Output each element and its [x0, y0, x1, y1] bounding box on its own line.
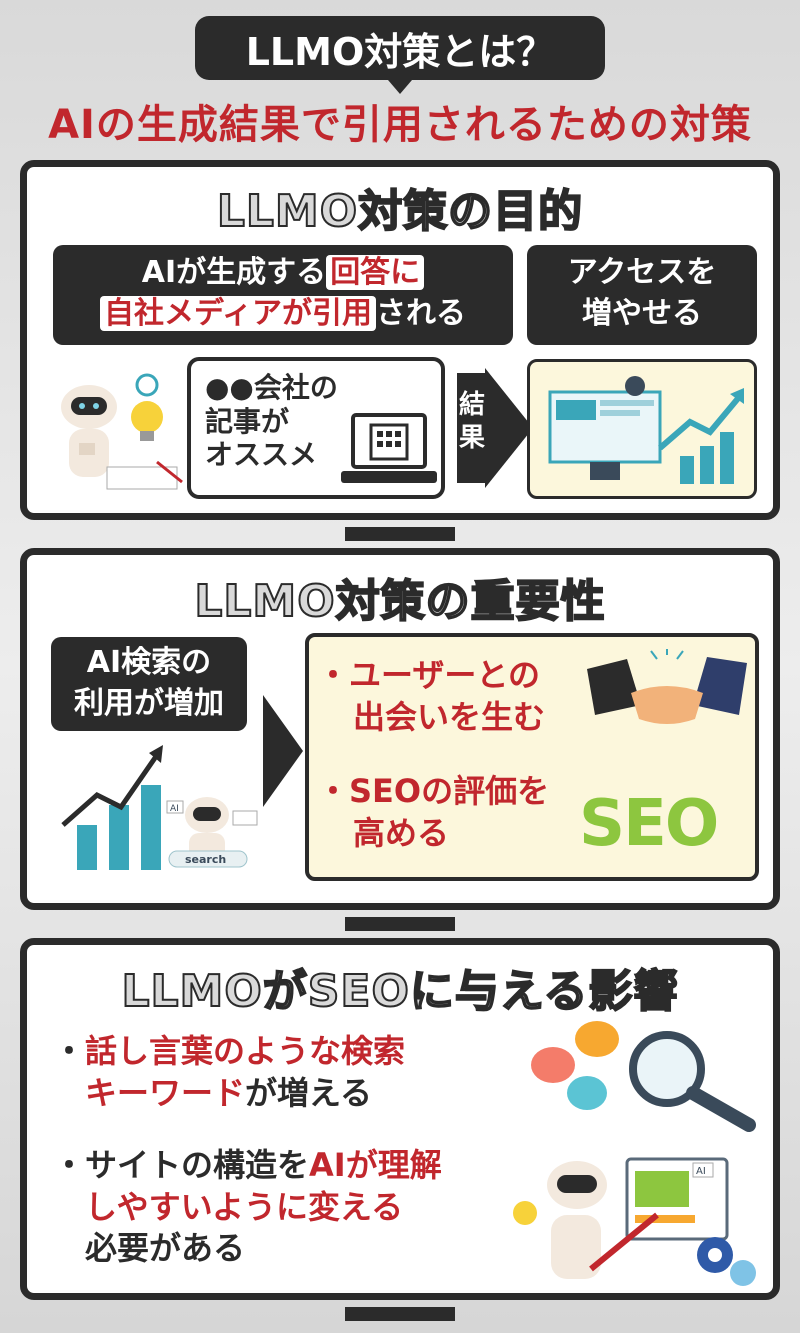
benefit-1-line2: 出会いを生む [353, 697, 546, 736]
ai-search-growth-icon: search AI [61, 745, 258, 870]
ai-search-line1: AI検索の [86, 645, 212, 680]
impact-bullet-1: ・話し言葉のような検索 キーワードが増える [53, 1031, 405, 1114]
monitor-stand-1 [345, 527, 455, 541]
monitor-impact: LLMOがSEOに与える影響 ・話し言葉のような検索 キーワードが増える ・サイ… [20, 938, 780, 1300]
purpose-box-right: アクセスを 増やせる [527, 245, 757, 345]
result-char2: 果 [459, 422, 486, 453]
monitor-stand-3 [345, 1307, 455, 1321]
ai-tag-small: AI [170, 804, 179, 814]
handshake-icon [587, 649, 747, 724]
section-heading-impact: LLMOがSEOに与える影響 [120, 965, 679, 1018]
impact1-red1: 話し言葉のような検索 [85, 1032, 406, 1070]
benefit-1: ・ユーザーとの 出会いを生む [317, 655, 545, 738]
ai-tag-impact: AI [696, 1166, 706, 1177]
page-subtitle: AIの生成結果で引用されるための対策 [48, 102, 752, 148]
impact-bullet-2: ・サイトの構造をAIが理解 しやすいように変える 必要がある [53, 1145, 442, 1270]
access-line2: 増やせる [582, 295, 702, 331]
purpose-line1-red: 回答に [326, 255, 425, 290]
seo-logo-text: SEO [579, 787, 719, 861]
monitor-importance: LLMO対策の重要性 AI検索の 利用が増加 search AI ・ユーザーとの… [20, 548, 780, 910]
purpose-line2-red: 自社メディアが引用 [100, 295, 376, 331]
ai-search-box: AI検索の 利用が増加 [51, 637, 247, 731]
access-line1: アクセスを [567, 255, 717, 290]
monitor-stand-2 [345, 917, 455, 931]
purpose-line1-plain: AIが生成する [141, 255, 327, 290]
chat-magnifier-icon [531, 1021, 756, 1132]
impact1-plain2: が増える [245, 1073, 373, 1112]
bubble-line1: ●●会社の [205, 371, 338, 404]
bubble-line3: オススメ [205, 438, 318, 472]
bubble-line2: 記事が [205, 404, 290, 438]
importance-benefits-box: ・ユーザーとの 出会いを生む ・SEOの評価を 高める SEO [305, 633, 759, 881]
monitor-purpose: LLMO対策の目的 AIが生成する回答に 自社メディアが引用される アクセスを … [20, 160, 780, 520]
laptop-building-icon [341, 413, 437, 483]
impact2-plain1: サイトの構造を [85, 1146, 310, 1184]
section-heading-importance: LLMO対策の重要性 [193, 575, 606, 628]
benefit-2-line2: 高める [353, 813, 450, 852]
importance-arrow [263, 695, 303, 807]
robot-website-gears-icon: AI [513, 1157, 756, 1286]
search-label: search [185, 853, 226, 866]
result-char1: 結 [459, 390, 486, 420]
ai-search-line2: 利用が増加 [74, 685, 224, 721]
impact2-red2: しやすいように変える [85, 1187, 404, 1226]
impact2-plain3: 必要がある [85, 1229, 246, 1268]
benefit-2-line1: ・SEOの評価を [317, 772, 550, 810]
benefit-1-line1: ・ユーザーとの [317, 656, 541, 694]
impact2-dot: ・ [53, 1146, 86, 1184]
analytics-growth-icon [548, 376, 744, 484]
impact1-dot: ・ [53, 1032, 86, 1070]
recommend-bubble: ●●会社の 記事が オススメ [187, 357, 445, 499]
purpose-box-left: AIが生成する回答に 自社メディアが引用される [53, 245, 513, 345]
section-heading-purpose: LLMO対策の目的 [216, 185, 584, 238]
robot-lightbulb-icon [61, 373, 183, 490]
benefit-2: ・SEOの評価を 高める [317, 771, 549, 854]
impact2-red1: AIが理解 [309, 1146, 442, 1184]
purpose-line2-plain: される [375, 295, 466, 331]
impact1-red2: キーワード [85, 1073, 246, 1112]
page-title: LLMO対策とは？ [195, 16, 605, 94]
seo-logo: SEO [579, 787, 749, 861]
growth-illustration-frame [527, 359, 757, 499]
